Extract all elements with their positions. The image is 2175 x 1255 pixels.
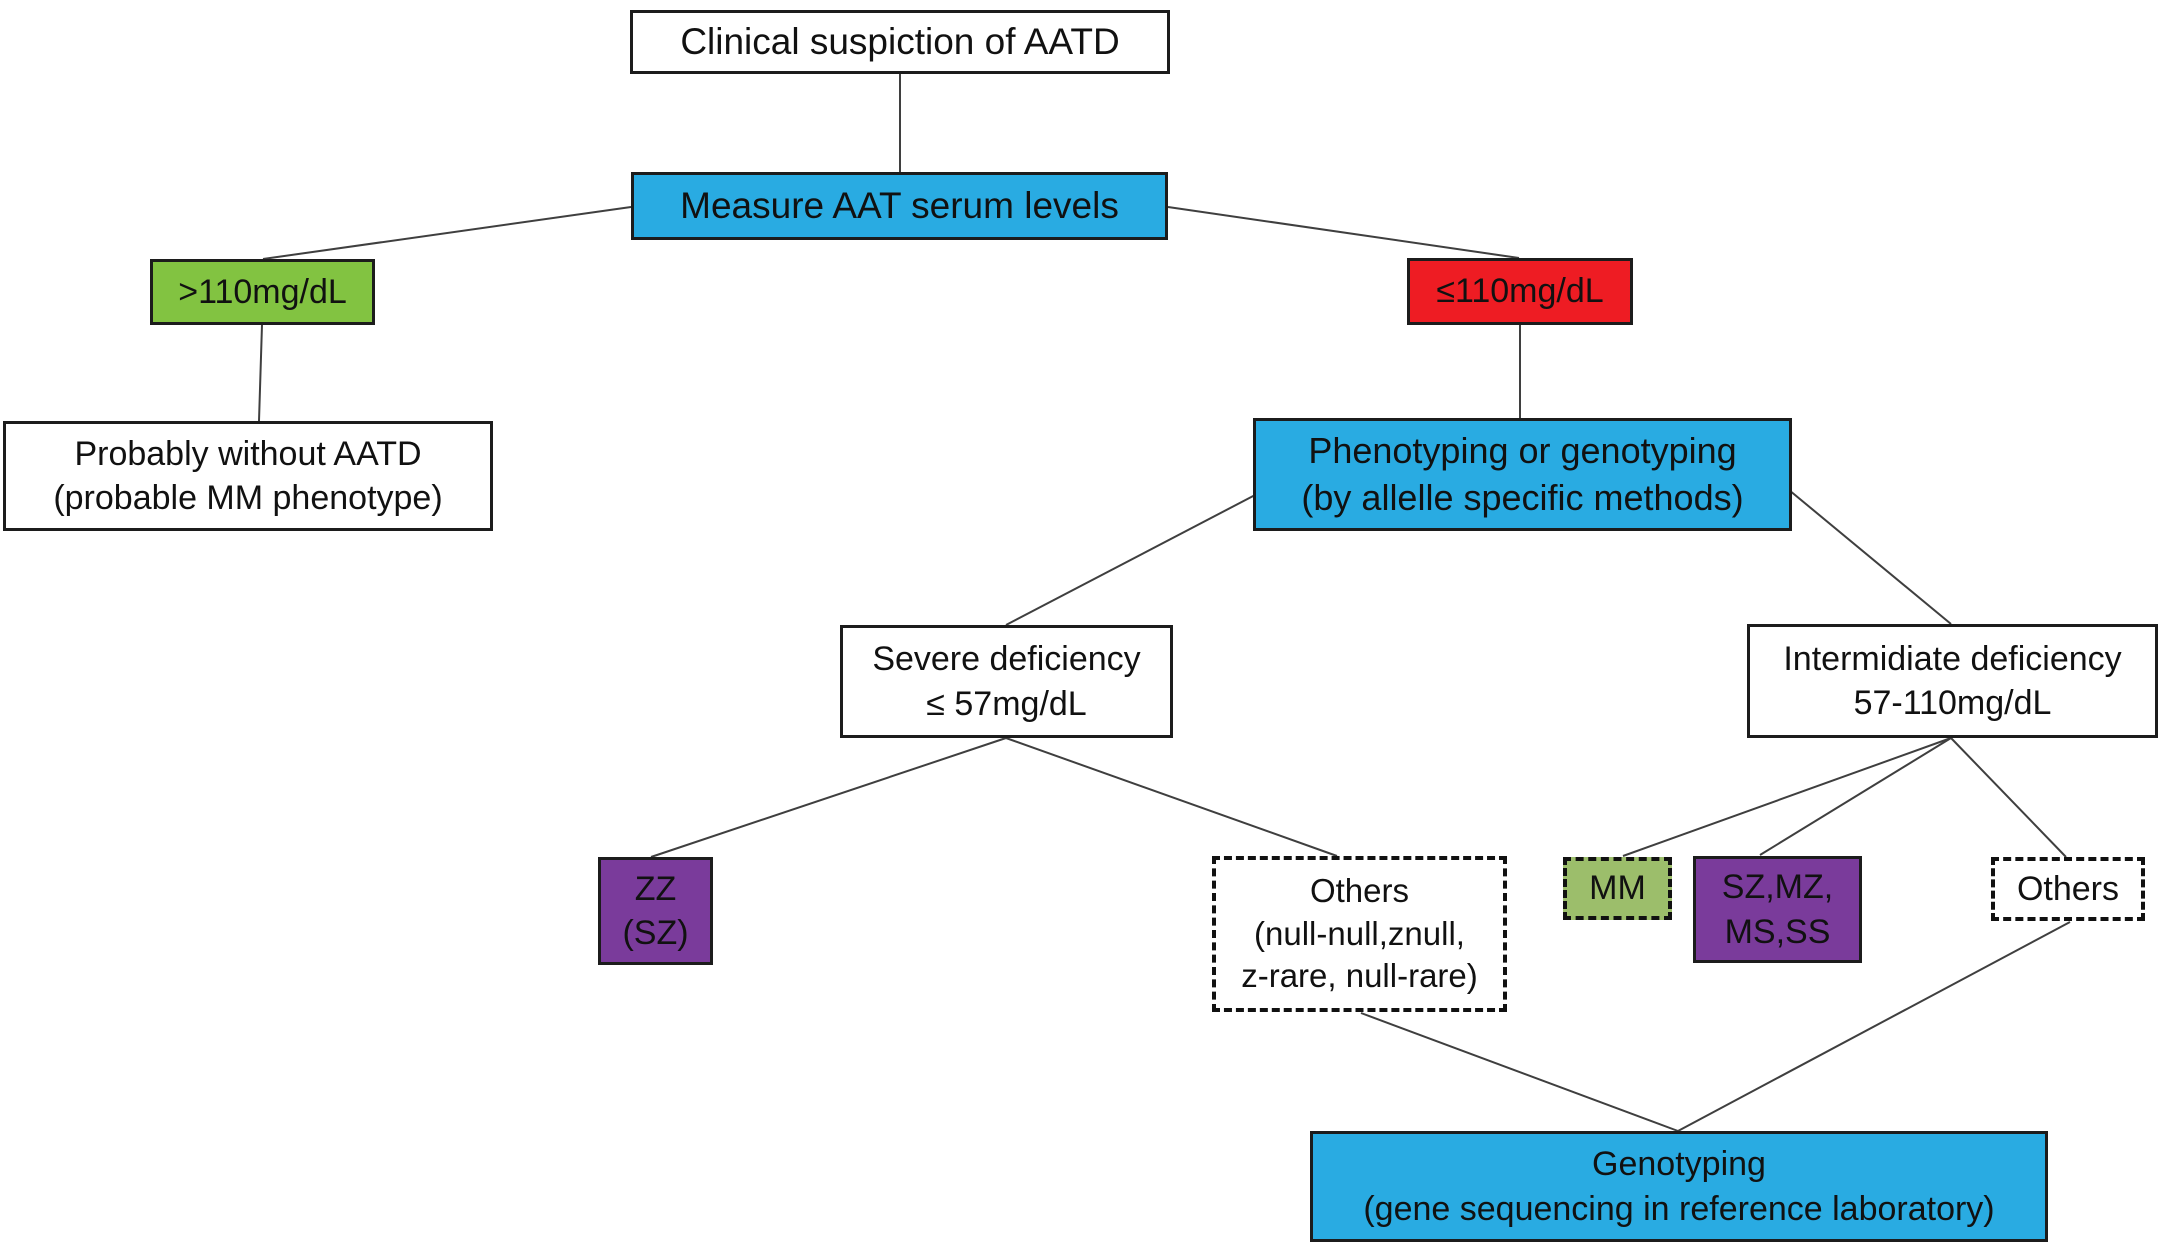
node-label-line: 57-110mg/dL	[1853, 684, 2052, 722]
node-label-line: z-rare, null-rare)	[1241, 957, 1478, 995]
node-label-line: (null-null,znull,	[1254, 914, 1465, 952]
node-label-line: >110mg/dL	[178, 272, 347, 311]
node-phenotyping: Phenotyping or genotyping (by allelle spe…	[1253, 418, 1792, 531]
edge-others-severe--genotyping	[1360, 1012, 1679, 1132]
node-label-line: Intermidiate deficiency	[1783, 639, 2122, 678]
node-label-line: ≤110mg/dL	[1436, 272, 1604, 311]
node-severe-deficiency: Severe deficiency ≤ 57mg/dL	[840, 625, 1173, 738]
node-probably-without: Probably without AATD (probable MM phenot…	[3, 421, 493, 531]
node-others-severe: Others (null-null,znull, z-rare, null-rare…	[1212, 856, 1507, 1012]
edge-severe-deficiency--zz-sz	[650, 737, 1007, 858]
node-clinical-suspicion: Clinical suspiction of AATD	[630, 10, 1170, 74]
node-sz-mz-ms-ss: SZ,MZ, MS,SS	[1693, 856, 1862, 963]
edge-measure-aat--gt-110	[262, 206, 632, 260]
node-label-line: ≤ 57mg/dL	[926, 684, 1087, 723]
node-label-line: ZZ	[634, 869, 677, 908]
edge-gt-110--probably-without	[258, 324, 263, 422]
node-label-line: Measure AAT serum levels	[680, 184, 1119, 226]
node-label-line: Others	[2016, 869, 2120, 908]
node-label-line: Probably without AATD	[74, 434, 422, 473]
edge-severe-deficiency--others-severe	[1005, 737, 1338, 857]
node-label-line: Clinical suspiction of AATD	[680, 20, 1120, 62]
node-label-line: (SZ)	[622, 914, 689, 952]
node-others-intermidiate: Others	[1991, 857, 2145, 921]
node-gt-110: >110mg/dL	[150, 259, 375, 325]
node-mm: MM	[1563, 857, 1672, 920]
node-label-line: Phenotyping or genotyping	[1308, 429, 1737, 471]
edge-phenotyping--intermidiate-deficiency	[1788, 489, 1952, 625]
edge-phenotyping--severe-deficiency	[1005, 493, 1258, 626]
edge-intermidiate-deficiency--others-intermidiate	[1950, 737, 2067, 858]
edge-others-intermidiate--genotyping	[1677, 921, 2071, 1132]
edge-measure-aat--le-110	[1167, 206, 1520, 259]
node-le-110: ≤110mg/dL	[1407, 258, 1633, 325]
node-zz-sz: ZZ (SZ)	[598, 857, 713, 965]
node-measure-aat: Measure AAT serum levels	[631, 172, 1168, 240]
edge-intermidiate-deficiency--sz-mz-ms-ss	[1759, 737, 1952, 856]
node-label-line: Others	[1309, 871, 1410, 909]
node-label-line: (probable MM phenotype)	[53, 479, 443, 517]
node-label-line: (by allelle specific methods)	[1301, 476, 1744, 518]
node-label-line: SZ,MZ,	[1721, 868, 1834, 907]
node-label-line: (gene sequencing in reference laboratory…	[1363, 1189, 1995, 1228]
node-label-line: Severe deficiency	[872, 640, 1141, 679]
node-label-line: MS,SS	[1724, 912, 1831, 951]
node-genotyping: Genotyping (gene sequencing in reference …	[1310, 1131, 2048, 1242]
edge-intermidiate-deficiency--mm	[1622, 737, 1952, 857]
node-intermidiate-deficiency: Intermidiate deficiency 57-110mg/dL	[1747, 624, 2158, 738]
node-label-line: Genotyping	[1592, 1145, 1766, 1184]
node-label-line: MM	[1589, 869, 1646, 908]
